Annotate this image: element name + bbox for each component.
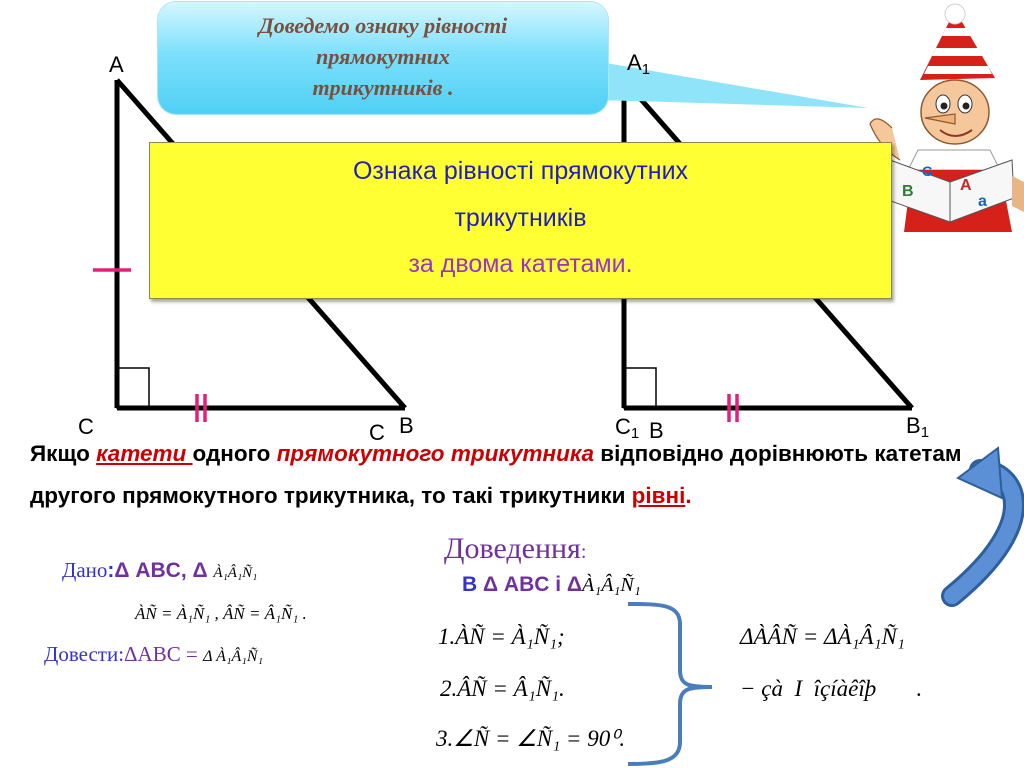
- bubble-line-2: прямокутних: [316, 44, 450, 69]
- vertex-b-duplicate-label: B: [649, 418, 664, 443]
- proof-conclusion: ΔÀÂÑ = ΔÀ₁Â₁Ñ₁: [740, 624, 905, 649]
- speech-bubble-text: Доведемо ознаку рівності прямокутних три…: [160, 10, 606, 103]
- proof-intro: В Δ ABC і ΔÀ₁Â₁Ñ₁: [462, 573, 641, 596]
- vertex-b1-label: B1: [906, 413, 930, 441]
- svg-text:A: A: [960, 177, 972, 194]
- curved-arrow-icon: [941, 446, 1024, 607]
- right-angle-mark: [623, 367, 657, 409]
- theorem-title-line-1: Ознака рівності прямокутних: [352, 157, 689, 185]
- vertex-c1-label: C1: [615, 414, 640, 442]
- vertex-a-label: A: [109, 52, 124, 77]
- given-conditions: ÀÑ = À₁Ñ₁ , ÂÑ = Â₁Ñ₁ .: [135, 604, 307, 623]
- theorem-title-box: Ознака рівності прямокутних трикутників …: [149, 142, 892, 299]
- right-angle-mark: [116, 367, 150, 409]
- vertex-b-label: B: [399, 413, 414, 438]
- theorem-title-line-3: за двома катетами.: [408, 250, 633, 278]
- legs-word: катети: [96, 441, 193, 466]
- given-triangle-a1b1c1: À₁Â₁Ñ₁: [213, 565, 258, 581]
- equal-word: рівні: [631, 483, 686, 508]
- prove-line: Довести:ΔABC = Δ À₁Â₁Ñ₁: [44, 642, 264, 666]
- theorem-statement: Якщо катети одного прямокутного трикутни…: [30, 441, 962, 508]
- pinocchio-illustration: B G A a: [869, 3, 1024, 232]
- speech-bubble: [158, 2, 608, 114]
- vertex-a1-label: A1: [627, 50, 651, 78]
- proof-brace-icon: [627, 602, 713, 766]
- prove-label: Довести:: [44, 642, 125, 666]
- proof-conclusion-reason: − çà I îçíàêîþ .: [740, 676, 923, 701]
- proof-title: Доведення:: [444, 532, 587, 565]
- triangle-word: трикутника: [450, 441, 595, 466]
- bubble-line-1: Доведемо ознаку рівності: [258, 13, 508, 38]
- proof-step-3: 3.∠Ñ = ∠Ñ₁ = 90⁰.: [436, 726, 626, 751]
- svg-text:G: G: [922, 163, 933, 179]
- bubble-line-3: трикутників .: [312, 75, 454, 100]
- given-line: Дано:Δ ABC, Δ À₁Â₁Ñ₁: [62, 558, 258, 582]
- prove-expression: ΔABC =: [124, 642, 204, 666]
- given-triangles: Δ ABC, Δ: [114, 559, 208, 582]
- theorem-title-line-2: трикутників: [454, 204, 587, 232]
- bubble-tail: [600, 62, 868, 108]
- svg-text:a: a: [978, 193, 987, 210]
- given-label: Дано: [62, 558, 108, 582]
- vertex-c-duplicate-label: C: [369, 420, 385, 445]
- proof-step-1: 1.ÀÑ = À₁Ñ₁;: [438, 624, 565, 649]
- vertex-c-label: C: [78, 414, 94, 439]
- svg-text:B: B: [902, 183, 914, 200]
- right-word: прямокутного: [276, 441, 445, 466]
- proof-step-2: 2.ÂÑ = Â₁Ñ₁.: [440, 676, 565, 701]
